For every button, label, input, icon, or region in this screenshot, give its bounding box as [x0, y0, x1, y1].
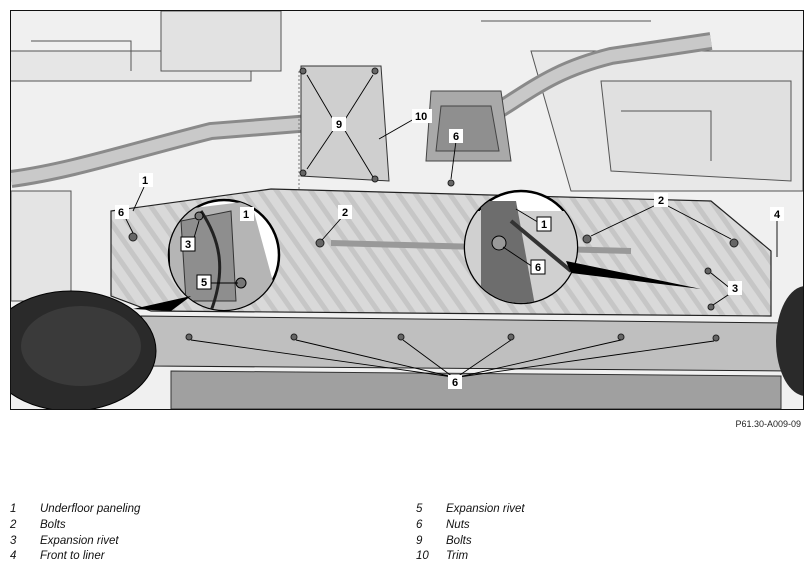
callout-4: 4: [774, 209, 781, 221]
detail-view-right: [463, 189, 701, 305]
legend-item: 10 Trim: [416, 549, 796, 565]
figure-code: P61.30-A009-09: [735, 419, 801, 429]
callout-6-top: 6: [453, 131, 459, 143]
legend-item: 1 Underfloor paneling: [10, 502, 410, 518]
callout-6-detail-right: 6: [535, 262, 541, 274]
legend-description: Underfloor paneling: [40, 503, 141, 515]
side-sill: [140, 315, 792, 409]
callout-3-right: 3: [732, 283, 738, 295]
callout-1-detail-right: 1: [541, 219, 547, 231]
legend-number: 9: [416, 534, 423, 547]
legend-description: Expansion rivet: [40, 534, 119, 547]
legend-description: Trim: [446, 550, 469, 563]
callout-10: 10: [415, 111, 427, 123]
callout-9: 9: [336, 119, 342, 131]
legend-column-left: 1 Underfloor paneling 2 Bolts 3 Expansio…: [10, 502, 410, 565]
legend-column-right: 5 Expansion rivet 6 Nuts 9 Bolts 10 Trim: [416, 502, 796, 565]
legend-description: Bolts: [40, 518, 66, 531]
fastener-markers: [128, 67, 739, 342]
callout-6-bottom: 6: [452, 377, 458, 389]
underfloor-diagram: 1 6 1 3 5 2 9 10 6 1 6 2 3: [10, 10, 804, 410]
legend-number: 10: [416, 550, 429, 563]
callout-2-right: 2: [658, 195, 664, 207]
callout-5-detail-left: 5: [201, 277, 207, 289]
legend-number: 6: [416, 518, 423, 531]
legend-item: 5 Expansion rivet: [416, 502, 796, 518]
legend-item: 4 Front to liner: [10, 549, 410, 565]
callout-1-detail-left: 1: [243, 209, 249, 221]
legend-number: 2: [10, 518, 17, 531]
callout-labels: 1 6 1 3 5 2 9 10 6 1 6 2 3: [115, 109, 784, 389]
legend-number: 4: [10, 550, 17, 563]
legend-item: 9 Bolts: [416, 534, 796, 550]
legend-number: 1: [10, 503, 17, 515]
legend-number: 3: [10, 534, 17, 547]
callout-3-detail-left: 3: [185, 239, 191, 251]
legend-description: Nuts: [446, 518, 470, 531]
legend-description: Expansion rivet: [446, 503, 525, 515]
legend-number: 5: [416, 503, 423, 515]
tire: [11, 286, 803, 409]
legend-description: Front to liner: [40, 550, 105, 563]
legend-item: 3 Expansion rivet: [10, 534, 410, 550]
legend-description: Bolts: [446, 534, 472, 547]
diagram-drawing: 1 6 1 3 5 2 9 10 6 1 6 2 3: [11, 11, 803, 409]
callout-6-left: 6: [118, 207, 124, 219]
callout-1-left: 1: [142, 175, 148, 187]
callout-2-center: 2: [342, 207, 348, 219]
legend-item: 2 Bolts: [10, 518, 410, 534]
legend-item: 6 Nuts: [416, 518, 796, 534]
